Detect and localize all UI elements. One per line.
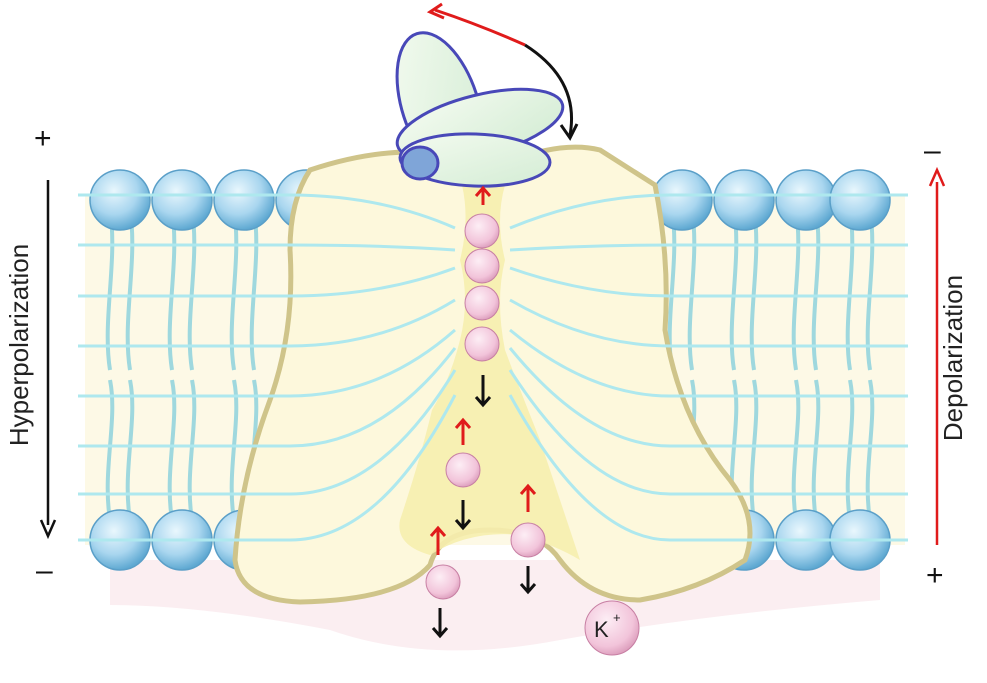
left-potential-indicator: + Hyperpolarization –	[4, 122, 55, 587]
hyperpolarization-label: Hyperpolarization	[4, 244, 34, 446]
lipid-head	[90, 170, 150, 230]
depolarization-label: Depolarization	[938, 275, 968, 441]
potassium-ion	[426, 565, 460, 599]
channel-gate	[381, 22, 570, 189]
left-top-sign: +	[34, 122, 52, 155]
lipid-head	[214, 170, 274, 230]
potassium-ion	[465, 327, 499, 361]
potassium-ion	[465, 214, 499, 248]
ion-symbol: K	[594, 617, 609, 642]
gate-plug	[402, 147, 438, 179]
lipid-head	[152, 170, 212, 230]
potassium-ion-label: K +	[585, 601, 639, 655]
cytoplasm-shade	[110, 560, 880, 650]
left-bottom-sign: –	[36, 554, 53, 587]
lipid-head	[776, 170, 836, 230]
right-top-sign: –	[924, 134, 941, 167]
potassium-ion	[465, 286, 499, 320]
right-potential-indicator: – Depolarization +	[924, 134, 968, 592]
potassium-ion	[465, 249, 499, 283]
lipid-head	[830, 170, 890, 230]
right-bottom-sign: +	[926, 559, 944, 592]
potassium-ion	[511, 523, 545, 557]
lipid-head	[714, 170, 774, 230]
ion-charge: +	[613, 610, 621, 625]
potassium-ion	[446, 453, 480, 487]
